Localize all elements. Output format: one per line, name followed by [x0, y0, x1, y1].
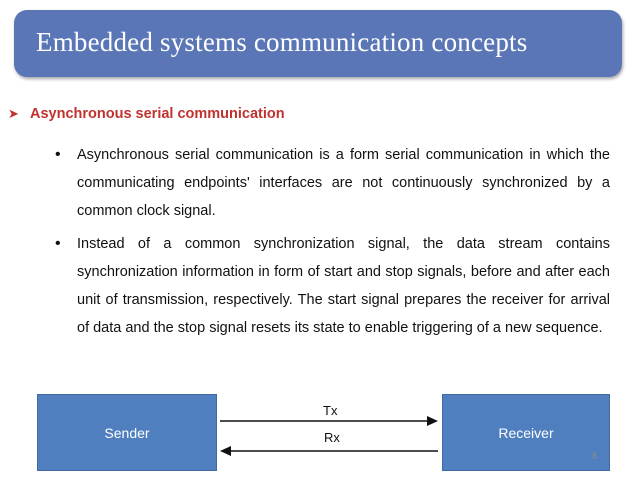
bullet-dot-icon: • — [55, 146, 61, 163]
tx-label: Tx — [323, 403, 338, 418]
bullet-item: • Instead of a common synchronization si… — [55, 230, 610, 343]
section-heading: ➤ Asynchronous serial communication — [8, 106, 285, 122]
bullet-text: Asynchronous serial communication is a f… — [77, 147, 610, 220]
sender-box: Sender — [37, 394, 217, 471]
rx-arrow — [220, 446, 438, 456]
section-heading-label: Asynchronous serial communication — [30, 106, 285, 122]
arrowhead-right-icon: ➤ — [8, 106, 19, 121]
receiver-label: Receiver — [498, 424, 554, 441]
tx-arrow — [220, 416, 438, 426]
bullet-text: Instead of a common synchronization sign… — [77, 235, 610, 337]
bullet-list: • Asynchronous serial communication is a… — [55, 141, 610, 342]
page-number: 8 — [592, 451, 598, 461]
title-bar: Embedded systems communication concepts — [14, 10, 622, 77]
bullet-dot-icon: • — [55, 234, 61, 252]
bullet-item: • Asynchronous serial communication is a… — [55, 141, 610, 226]
rx-label: Rx — [324, 430, 340, 445]
slide-title: Embedded systems communication concepts — [36, 27, 528, 57]
receiver-box: Receiver — [442, 394, 610, 471]
sender-label: Sender — [104, 424, 150, 441]
